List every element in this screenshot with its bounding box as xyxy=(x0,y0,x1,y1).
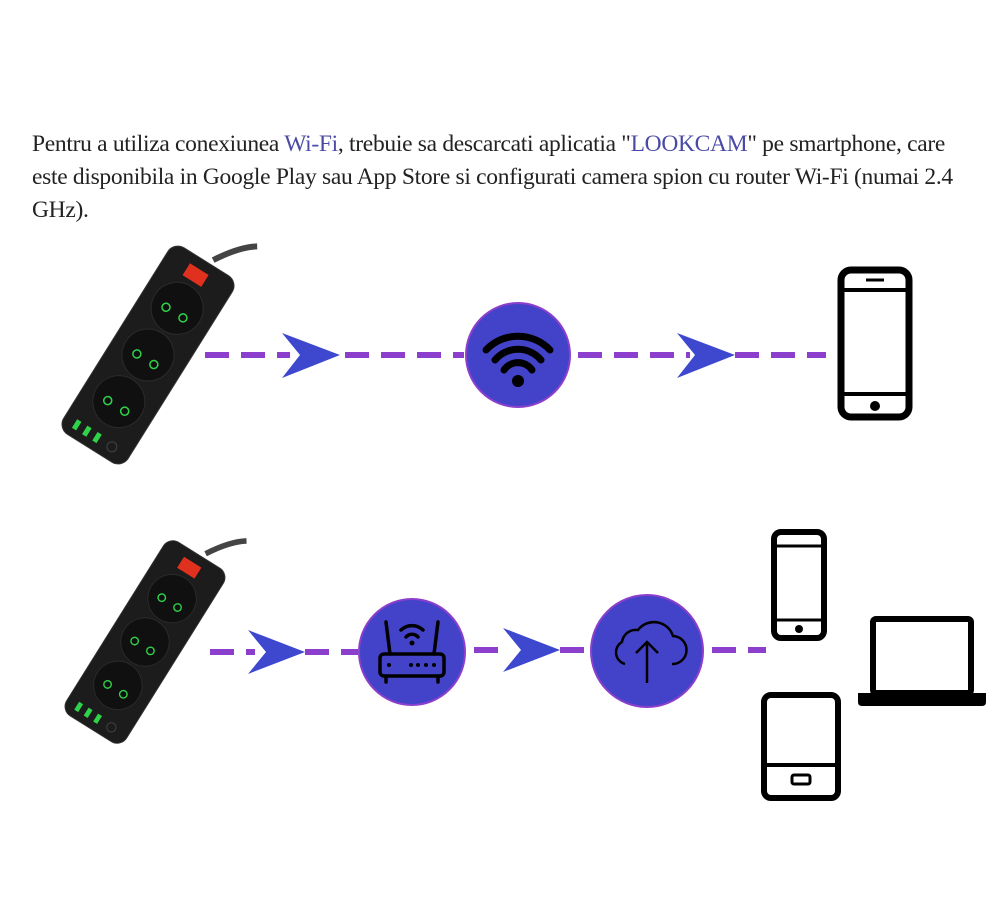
laptop-icon xyxy=(858,616,986,706)
wifi-icon xyxy=(465,302,571,408)
cloud-upload-icon xyxy=(590,594,704,708)
smartphone-icon-small xyxy=(771,529,827,641)
router-icon xyxy=(358,598,466,706)
dashed-line-row2 xyxy=(210,647,766,655)
intro-part3: " pe smartphone, care este disponibila i… xyxy=(32,131,953,223)
intro-part2: , trebuie sa descarcati aplicatia " xyxy=(337,131,631,157)
power-strip-1 xyxy=(57,208,259,469)
arrow-icon xyxy=(282,333,340,378)
arrow-icon xyxy=(503,628,560,672)
tablet-icon xyxy=(761,692,841,801)
power-strip-2 xyxy=(61,505,249,748)
app-name-highlight: LOOKCAM xyxy=(630,131,748,157)
arrow-icon xyxy=(248,630,305,674)
smartphone-icon xyxy=(837,266,913,421)
intro-text: Pentru a utiliza conexiunea Wi-Fi, trebu… xyxy=(32,128,972,227)
arrow-icon xyxy=(677,333,735,378)
intro-part1: Pentru a utiliza conexiunea xyxy=(32,131,285,157)
wifi-highlight: Wi-Fi xyxy=(284,131,338,157)
